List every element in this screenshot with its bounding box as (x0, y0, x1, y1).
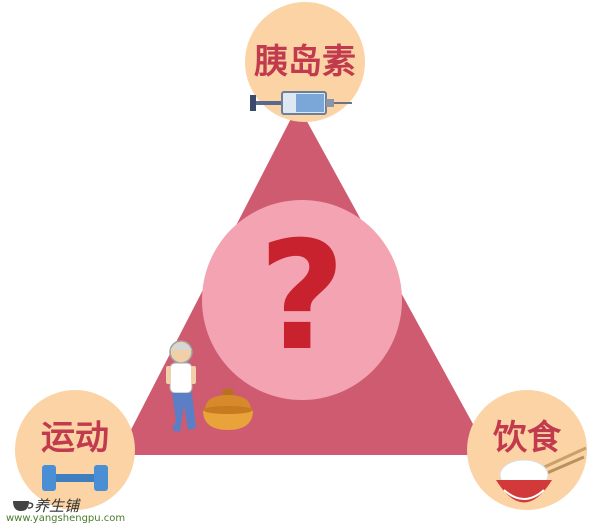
watermark: 养生铺 www.yangshengpu.com (4, 497, 144, 527)
node-exercise-label: 运动 (41, 418, 109, 458)
node-exercise: 运动 (15, 390, 135, 510)
node-diet: 饮食 (467, 390, 587, 510)
node-insulin-label: 胰岛素 (254, 42, 356, 82)
node-insulin-circle (245, 2, 365, 122)
center-circle (202, 200, 402, 400)
node-diet-label: 饮食 (493, 418, 562, 458)
watermark-url: www.yangshengpu.com (6, 513, 126, 524)
rice-bowl-icon (496, 446, 587, 503)
dumbbell-icon (42, 465, 108, 491)
pot-icon (203, 389, 253, 430)
question-mark: ? (258, 210, 345, 384)
elderly-person-icon (166, 340, 196, 432)
teacup-icon (13, 501, 34, 511)
syringe-icon (250, 91, 352, 115)
node-insulin: 胰岛素 (245, 2, 365, 122)
watermark-brand: 养生铺 (34, 497, 80, 515)
